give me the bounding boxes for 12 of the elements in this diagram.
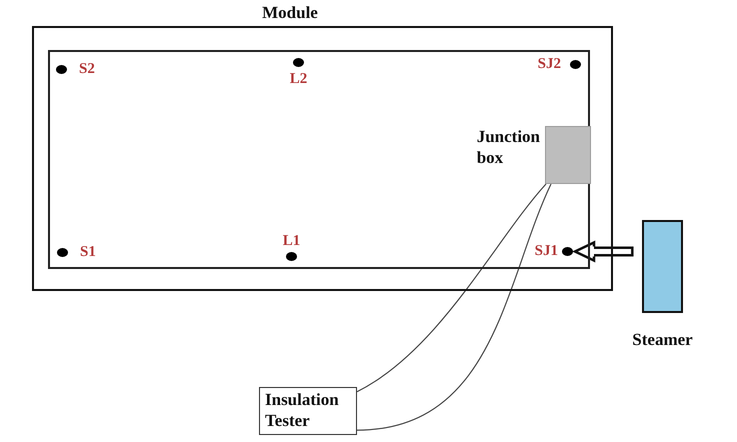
point-label: S1 — [80, 245, 96, 260]
instrument-box: Insulation Tester — [259, 387, 357, 435]
point-label: SJ2 — [538, 57, 561, 72]
point-label: L2 — [290, 72, 308, 87]
module-label: Module — [262, 2, 318, 23]
point-label: L1 — [282, 234, 300, 249]
junction-box-label: Junction box — [476, 126, 540, 168]
wire — [356, 184, 546, 392]
wire — [356, 184, 552, 431]
point-label: SJ1 — [534, 244, 558, 259]
point-label: S2 — [79, 62, 95, 77]
steamer-label: Steamer — [632, 329, 693, 350]
